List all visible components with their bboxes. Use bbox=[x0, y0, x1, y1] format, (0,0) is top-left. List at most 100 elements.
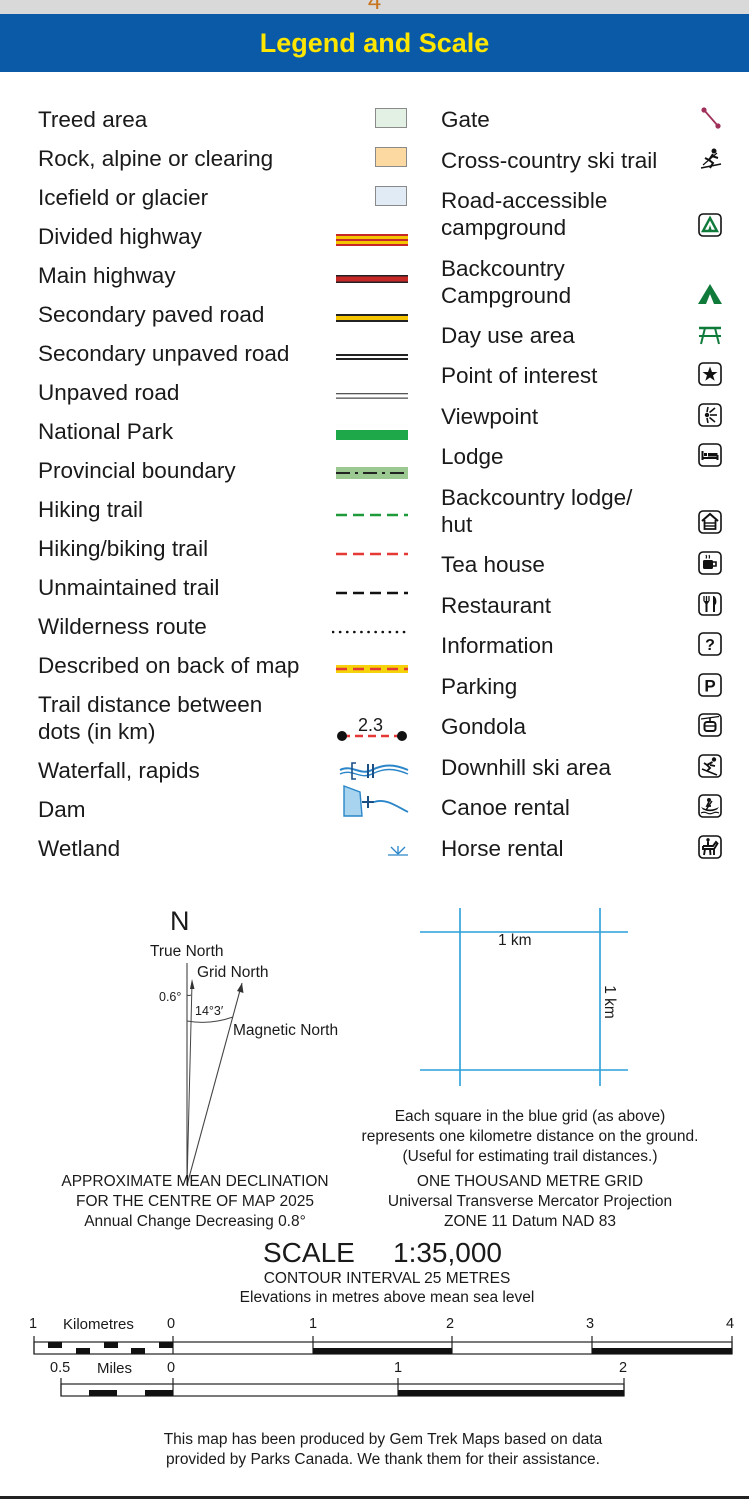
legend-label: Divided highway bbox=[38, 224, 202, 249]
legend-label: Parking bbox=[441, 674, 518, 699]
legend-label: Cross-country ski trail bbox=[441, 148, 658, 173]
gondola-icon bbox=[698, 713, 722, 737]
km-tick: 4 bbox=[726, 1316, 735, 1332]
north-symbol: N bbox=[170, 906, 190, 936]
grid-caption: ZONE 11 Datum NAD 83 bbox=[444, 1213, 616, 1230]
legend-label: Hiking/biking trail bbox=[38, 536, 209, 561]
star-icon bbox=[698, 362, 722, 386]
viewpoint-icon bbox=[698, 403, 722, 427]
cross-country-ski-icon bbox=[700, 148, 722, 169]
legend-label: Described on back of map bbox=[38, 653, 300, 678]
top-strip bbox=[0, 0, 749, 14]
legend-label: Provincial boundary bbox=[38, 458, 236, 483]
parking-icon: P bbox=[698, 673, 722, 697]
true-north-label: True North bbox=[150, 943, 224, 960]
trail-distance-value: 2.3 bbox=[358, 715, 384, 735]
legend-label: Road-accessible bbox=[441, 188, 608, 213]
credit-line: provided by Parks Canada. We thank them … bbox=[166, 1451, 600, 1468]
declination-caption: APPROXIMATE MEAN DECLINATION bbox=[61, 1173, 329, 1190]
road-campground-icon bbox=[698, 213, 722, 237]
picnic-table-icon bbox=[699, 326, 721, 345]
described-trail-line bbox=[336, 665, 408, 673]
legend-label: Trail distance between bbox=[38, 692, 263, 717]
legend-label: Restaurant bbox=[441, 593, 552, 618]
grid-caption: ONE THOUSAND METRE GRID bbox=[416, 1173, 644, 1190]
mile-tick: 0.5 bbox=[50, 1360, 71, 1376]
legend-label: dots (in km) bbox=[38, 719, 156, 744]
legend-label: Tea house bbox=[441, 552, 545, 577]
legend-label: Rock, alpine or clearing bbox=[38, 146, 274, 171]
legend-label: Lodge bbox=[441, 444, 504, 469]
legend-label: Icefield or glacier bbox=[38, 185, 209, 210]
km-tick: 1 bbox=[29, 1316, 38, 1332]
trail-distance-symbol bbox=[337, 731, 407, 741]
wetland-icon bbox=[388, 846, 408, 856]
km-tick: 2 bbox=[446, 1316, 455, 1332]
secondary-paved-road-line bbox=[336, 314, 408, 322]
legend-label: Backcountry lodge/ bbox=[441, 485, 633, 510]
legend-label: Wetland bbox=[38, 836, 121, 861]
legend-label: Viewpoint bbox=[441, 404, 539, 429]
legend-label: Canoe rental bbox=[441, 795, 570, 820]
horse-icon bbox=[698, 835, 722, 859]
legend-label: Hiking trail bbox=[38, 497, 144, 522]
legend-label: Backcountry bbox=[441, 256, 565, 281]
grid-description: Each square in the blue grid (as above) bbox=[394, 1108, 666, 1125]
secondary-unpaved-road-line bbox=[336, 354, 408, 360]
divided-highway-line bbox=[336, 234, 408, 246]
treed-area-swatch bbox=[375, 108, 407, 128]
miles-label: Miles bbox=[97, 1360, 133, 1377]
legend-label: campground bbox=[441, 215, 567, 240]
hiking-biking-trail-line bbox=[336, 552, 408, 556]
page-title: Legend and Scale bbox=[259, 28, 490, 58]
gate-icon bbox=[701, 107, 721, 129]
backcountry-campground-icon bbox=[698, 284, 722, 304]
grid-north-label: Grid North bbox=[197, 964, 269, 981]
kilometre-scale-bar bbox=[33, 1336, 733, 1355]
credit-line: This map has been produced by Gem Trek M… bbox=[163, 1431, 603, 1448]
grid-description: (Useful for estimating trail distances.) bbox=[402, 1148, 658, 1165]
information-icon: ? bbox=[698, 632, 722, 656]
legend-label: Horse rental bbox=[441, 836, 564, 861]
legend-label: Unmaintained trail bbox=[38, 575, 220, 600]
bottom-rule bbox=[0, 1496, 749, 1499]
rock-alpine-swatch bbox=[375, 147, 407, 167]
km-tick: 1 bbox=[309, 1316, 318, 1332]
cup-icon bbox=[698, 551, 722, 575]
hiking-trail-line bbox=[336, 513, 408, 517]
grid-caption: Universal Transverse Mercator Projection bbox=[387, 1193, 673, 1210]
declination-arrows bbox=[186, 963, 244, 1186]
legend-label: National Park bbox=[38, 419, 174, 444]
title-banner bbox=[0, 14, 749, 72]
mile-tick: 0 bbox=[167, 1360, 176, 1376]
miles-scale-bar bbox=[60, 1378, 625, 1397]
legend-label: Unpaved road bbox=[38, 380, 180, 405]
km-tick: 3 bbox=[586, 1316, 595, 1332]
grid-vertical-label: 1 km bbox=[600, 985, 618, 1019]
dam-icon bbox=[343, 784, 409, 817]
km-label: Kilometres bbox=[63, 1316, 134, 1333]
scale-heading: SCALE bbox=[263, 1237, 355, 1268]
contour-interval: CONTOUR INTERVAL 25 METRES bbox=[263, 1270, 511, 1287]
legend-label: Information bbox=[441, 633, 554, 658]
elevation-note: Elevations in metres above mean sea leve… bbox=[239, 1289, 535, 1306]
national-park-line bbox=[336, 430, 408, 440]
scale-ratio: 1:35,000 bbox=[393, 1237, 502, 1268]
magnetic-angle-label: 14°3′ bbox=[195, 1004, 224, 1018]
legend-label: Point of interest bbox=[441, 363, 598, 388]
legend-label: Dam bbox=[38, 797, 86, 822]
legend-label: Treed area bbox=[38, 107, 148, 132]
canoe-icon bbox=[698, 794, 722, 818]
declination-caption: Annual Change Decreasing 0.8° bbox=[84, 1213, 306, 1230]
provincial-boundary-line bbox=[336, 467, 408, 479]
km-tick: 0 bbox=[167, 1316, 176, 1332]
legend-label: Secondary paved road bbox=[38, 302, 265, 327]
declination-caption: FOR THE CENTRE OF MAP 2025 bbox=[75, 1193, 314, 1210]
unmaintained-trail-line bbox=[336, 591, 408, 595]
legend-label: Waterfall, rapids bbox=[38, 758, 200, 783]
legend-label: Main highway bbox=[38, 263, 176, 288]
hut-icon bbox=[698, 510, 722, 534]
bed-icon bbox=[698, 443, 722, 467]
page-number: 4 bbox=[367, 0, 382, 15]
grid-horizontal-label: 1 km bbox=[498, 932, 532, 949]
